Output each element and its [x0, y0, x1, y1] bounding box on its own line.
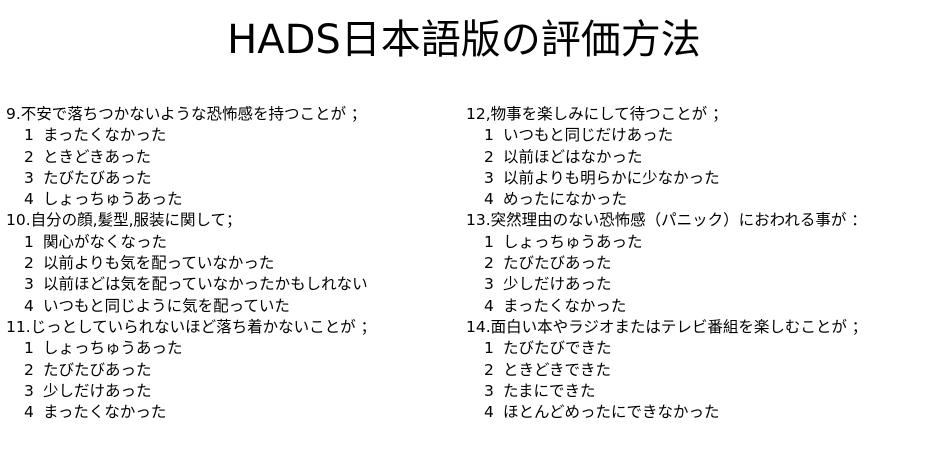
- option-text: まったくなかった: [502, 296, 627, 315]
- option-number: 1: [24, 232, 34, 251]
- answer-option: 1 関心がなくなった: [6, 232, 456, 253]
- question-block: 11.じっとしていられないほど落ち着かないことが ； 1 しょっちゅうあった 2…: [6, 317, 456, 423]
- answer-option: 1 しょっちゅうあった: [6, 338, 456, 359]
- option-text: しょっちゅうあった: [42, 339, 183, 358]
- option-text: ほとんどめったにできなかった: [502, 403, 720, 422]
- option-number: 2: [484, 360, 494, 379]
- answer-option: 2 ときどきできた: [466, 360, 926, 381]
- option-number: 4: [484, 403, 494, 422]
- option-text: たびたびできた: [502, 339, 612, 358]
- option-text: めったになかった: [502, 190, 627, 209]
- answer-option: 1 たびたびできた: [466, 338, 926, 359]
- answer-option: 3 以前ほどは気を配っていなかったかもしれない: [6, 274, 456, 295]
- answer-option: 4 しょっちゅうあった: [6, 189, 456, 210]
- answer-option: 3 少しだけあった: [466, 274, 926, 295]
- answer-option: 4 ほとんどめったにできなかった: [466, 402, 926, 423]
- option-text: 少しだけあった: [42, 381, 152, 400]
- option-text: ときどきあった: [42, 147, 151, 166]
- question-title: 10.自分の顔,髪型,服装に関して；: [6, 211, 242, 230]
- question-block: 13.突然理由のない恐怖感（パニック）におわれる事が ： 1 しょっちゅうあった…: [466, 210, 926, 316]
- slide-title: HADS日本語版の評価方法: [227, 17, 701, 63]
- left-column: 9.不安で落ちつかないような恐怖感を持つことが ； 1 まったくなかった 2 と…: [6, 104, 456, 423]
- option-number: 1: [484, 232, 494, 251]
- answer-option: 4 めったになかった: [466, 189, 926, 210]
- answer-option: 3 たびたびあった: [6, 168, 456, 189]
- option-number: 3: [24, 168, 34, 187]
- option-number: 4: [24, 403, 34, 422]
- option-number: 2: [484, 254, 494, 273]
- answer-option: 2 以前よりも気を配っていなかった: [6, 253, 456, 274]
- option-number: 3: [484, 168, 494, 187]
- question-block: 14.面白い本やラジオまたはテレビ番組を楽しむことが ； 1 たびたびできた 2…: [466, 317, 926, 423]
- option-number: 4: [484, 296, 494, 315]
- answer-option: 1 いつもと同じだけあった: [466, 125, 926, 146]
- option-number: 1: [484, 339, 494, 358]
- option-number: 1: [484, 126, 494, 145]
- option-number: 1: [24, 126, 34, 145]
- question-title: 12,物事を楽しみにして待つことが ；: [466, 105, 728, 123]
- question-title: 14.面白い本やラジオまたはテレビ番組を楽しむことが ；: [466, 317, 868, 336]
- option-text: まったくなかった: [42, 403, 167, 422]
- answer-option: 2 たびたびあった: [6, 360, 456, 381]
- option-text: ときどきできた: [502, 360, 611, 379]
- option-number: 3: [484, 275, 494, 294]
- option-text: いつもと同じように気を配っていた: [42, 296, 290, 315]
- question-title: 11.じっとしていられないほど落ち着かないことが ；: [6, 317, 377, 336]
- option-text: まったくなかった: [42, 126, 167, 145]
- option-number: 4: [24, 296, 34, 315]
- question-block: 9.不安で落ちつかないような恐怖感を持つことが ； 1 まったくなかった 2 と…: [6, 104, 456, 210]
- option-number: 2: [24, 147, 34, 166]
- option-text: いつもと同じだけあった: [502, 126, 674, 145]
- option-number: 4: [24, 190, 34, 209]
- answer-option: 2 ときどきあった: [6, 147, 456, 168]
- option-text: 少しだけあった: [502, 275, 612, 294]
- option-number: 3: [24, 381, 34, 400]
- answer-option: 4 まったくなかった: [466, 296, 926, 317]
- option-text: しょっちゅうあった: [42, 190, 183, 209]
- option-text: たびたびあった: [42, 360, 152, 379]
- option-text: しょっちゅうあった: [502, 232, 643, 251]
- answer-option: 3 少しだけあった: [6, 381, 456, 402]
- option-number: 2: [24, 254, 34, 273]
- option-text: 以前ほどはなかった: [502, 147, 643, 166]
- option-text: 関心がなくなった: [42, 232, 167, 251]
- answer-option: 3 以前よりも明らかに少なかった: [466, 168, 926, 189]
- option-text: たびたびあった: [502, 254, 612, 273]
- option-text: 以前ほどは気を配っていなかったかもしれない: [42, 275, 368, 294]
- answer-option: 4 まったくなかった: [6, 402, 456, 423]
- option-number: 1: [24, 339, 34, 358]
- answer-option: 1 しょっちゅうあった: [466, 232, 926, 253]
- answer-option: 2 たびたびあった: [466, 253, 926, 274]
- question-title: 13.突然理由のない恐怖感（パニック）におわれる事が ：: [466, 211, 867, 230]
- question-title: 9.不安で落ちつかないような恐怖感を持つことが ；: [6, 105, 367, 123]
- answer-option: 1 まったくなかった: [6, 125, 456, 146]
- option-number: 3: [24, 275, 34, 294]
- option-number: 3: [484, 381, 494, 400]
- option-number: 2: [24, 360, 34, 379]
- option-text: たびたびあった: [42, 168, 152, 187]
- right-column: 12,物事を楽しみにして待つことが ； 1 いつもと同じだけあった 2 以前ほど…: [466, 104, 926, 423]
- answer-option: 3 たまにできた: [466, 381, 926, 402]
- option-text: 以前よりも明らかに少なかった: [502, 168, 720, 187]
- answer-option: 2 以前ほどはなかった: [466, 147, 926, 168]
- answer-option: 4 いつもと同じように気を配っていた: [6, 296, 456, 317]
- question-block: 10.自分の顔,髪型,服装に関して； 1 関心がなくなった 2 以前よりも気を配…: [6, 210, 456, 316]
- option-text: 以前よりも気を配っていなかった: [42, 254, 275, 273]
- question-block: 12,物事を楽しみにして待つことが ； 1 いつもと同じだけあった 2 以前ほど…: [466, 104, 926, 210]
- option-text: たまにできた: [502, 381, 596, 400]
- option-number: 2: [484, 147, 494, 166]
- option-number: 4: [484, 190, 494, 209]
